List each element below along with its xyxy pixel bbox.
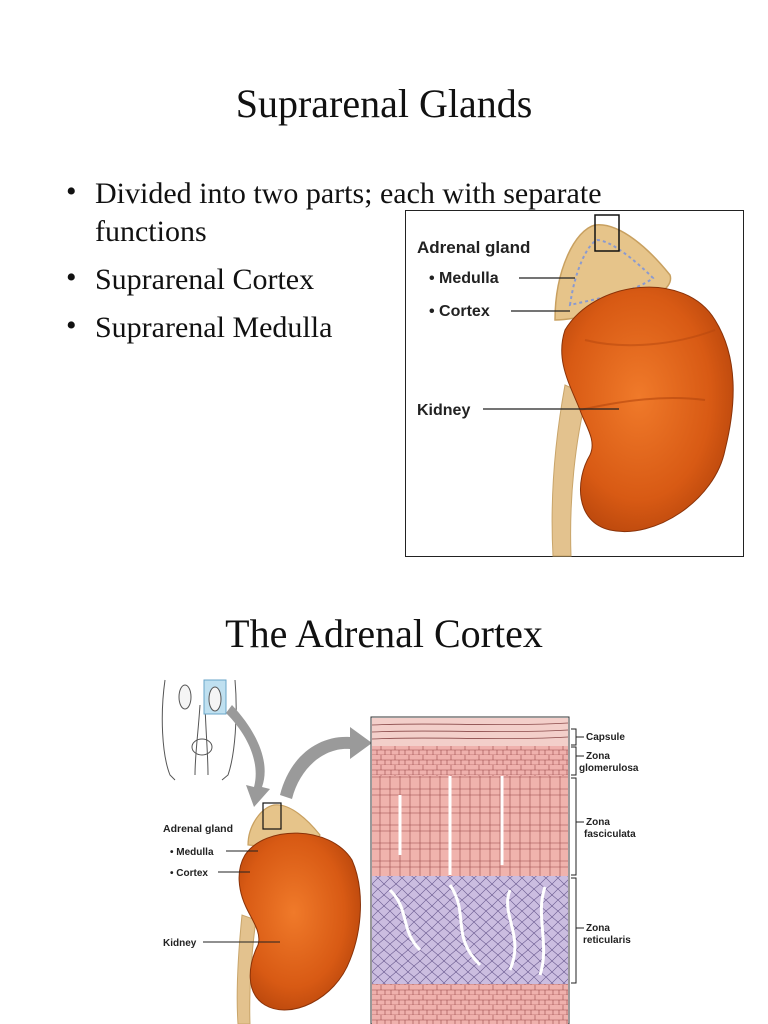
ureter-shape: [551, 384, 588, 557]
kidney-shape: [561, 286, 734, 532]
fasciculata-label-line2: fasciculata: [584, 829, 636, 840]
slide2-title: The Adrenal Cortex: [225, 611, 543, 656]
bullet-icon: •: [66, 309, 77, 342]
medulla-label: • Medulla: [429, 270, 499, 287]
bullet-icon: •: [66, 175, 77, 208]
adrenal-cortex-figure: Adrenal gland • Medulla • Cortex Kidney …: [161, 679, 639, 1024]
slide1-bullet-list: • Divided into two parts; each with separ…: [66, 175, 685, 357]
kidney-label: Kidney: [417, 402, 470, 419]
reticularis-layer: [372, 876, 568, 984]
glomerulosa-label-line1: Zona: [586, 751, 610, 762]
bullet-item: • Divided into two parts; each with separ…: [66, 175, 685, 251]
cortex-label: • Cortex: [429, 303, 490, 320]
slide1-title: Suprarenal Glands: [235, 81, 533, 126]
bullet-text: Suprarenal Cortex: [95, 263, 315, 296]
bullet-item: • Suprarenal Medulla: [66, 309, 685, 347]
glomerulosa-label-line2: glomerulosa: [579, 763, 639, 774]
arrow-icon: [226, 705, 270, 807]
bullet-text: Suprarenal Medulla: [95, 311, 333, 344]
adrenal-gland-label: Adrenal gland: [417, 238, 530, 257]
kidney-shape: [238, 832, 361, 1011]
histology-panel: [370, 716, 570, 1024]
bullet-item: • Suprarenal Cortex: [66, 261, 685, 299]
adrenal-kidney-figure: Adrenal gland • Medulla • Cortex Kidney: [405, 210, 744, 557]
adrenal-gland-label: Adrenal gland: [163, 823, 233, 835]
medulla-layer: [372, 984, 568, 1024]
fasciculata-layer: [372, 776, 568, 876]
medulla-label: • Medulla: [170, 847, 214, 858]
body-outline-icon: [161, 679, 237, 781]
fasciculata-label-line1: Zona: [586, 817, 610, 828]
glomerulosa-layer: [372, 746, 568, 776]
capsule-label: Capsule: [586, 732, 625, 743]
cortex-label: • Cortex: [170, 868, 208, 879]
reticularis-label-line1: Zona: [586, 923, 610, 934]
kidney-label: Kidney: [163, 938, 197, 949]
detail-box: [594, 214, 620, 252]
bullet-icon: •: [66, 261, 77, 294]
reticularis-label-line2: reticularis: [583, 935, 631, 946]
bullet-text: Divided into two parts; each with separa…: [95, 177, 602, 248]
detail-box: [262, 802, 282, 830]
arrow-icon: [280, 727, 372, 799]
capsule-layer: [372, 718, 568, 746]
